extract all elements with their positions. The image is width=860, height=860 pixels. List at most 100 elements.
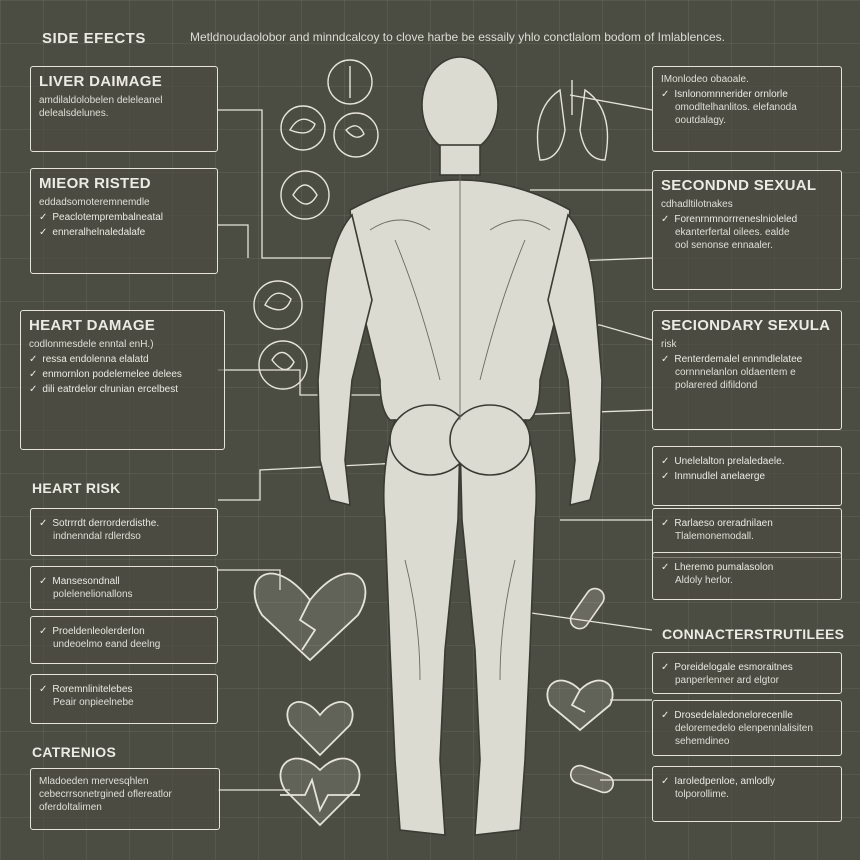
list-item: ✓Roremnlinitelebes bbox=[39, 683, 209, 696]
list-item-text: Renterdemalel ennmdlelatee bbox=[674, 354, 803, 365]
list-item: ✓ Mansesondnall bbox=[39, 575, 209, 588]
list-item: ✓ Proeldenleolerderlon bbox=[39, 625, 209, 638]
section-title: HEART RISK bbox=[32, 480, 121, 496]
panel-text: tolporollime. bbox=[675, 789, 729, 800]
list-item: ✓ Inmnudlel anelaerge bbox=[661, 470, 833, 483]
list-item-text: Isnlonomnnerider ornlorle bbox=[674, 89, 788, 100]
check-icon: ✓ bbox=[29, 369, 38, 380]
panel-liver-damage: LIVER DAIMAGE amdilaldolobelen deleleane… bbox=[30, 66, 218, 152]
panel-heart-risk-3: ✓ Proeldenleolerderlon undeoelmo eand dee… bbox=[30, 616, 218, 664]
panel-right-4a: ✓Unelelalton prelaledaele. ✓ Inmnudlel an… bbox=[652, 446, 842, 506]
panel-right-1: IMonlodeo obaoale. ✓Isnlonomnnerider orn… bbox=[652, 66, 842, 152]
panel-text: eddadsomoteremnemdle bbox=[39, 197, 150, 208]
list-item-text: enneralhelnaledalafe bbox=[52, 227, 146, 238]
panel-text: deloremedelo elenpennlalisiten bbox=[675, 723, 813, 734]
panel-secondnd-sexual: SECONDND SEXUAL cdhadltilotnakes ✓Forenr… bbox=[652, 170, 842, 290]
panel-text: amdilaldolobelen deleleanel bbox=[39, 95, 163, 106]
panel-text: Mladoeden mervesqhlen bbox=[39, 776, 149, 787]
panel-text: undeoelmo eand deelng bbox=[53, 639, 161, 650]
list-item: ✓dili eatrdelor clrunian ercelbest bbox=[29, 383, 216, 396]
list-item-text: Roremnlinitelebes bbox=[52, 684, 133, 695]
panel-text: oferdoltalimen bbox=[39, 802, 102, 813]
check-icon: ✓ bbox=[29, 354, 38, 365]
list-item-text: Forenrnmnorrreneslnioleled bbox=[674, 214, 798, 225]
stomach-icon bbox=[333, 112, 379, 158]
list-item: ✓ Rarlaeso oreradnilaen bbox=[661, 517, 833, 530]
list-item: ✓ Sotrrrdt derrorderdisthe. bbox=[39, 517, 209, 530]
broken-heart-icon bbox=[253, 572, 367, 662]
list-item-text: Proeldenleolerderlon bbox=[52, 626, 145, 637]
section-title: CONNACTERSTRUTILEES bbox=[662, 626, 845, 642]
panel-right-5b: ✓ Drosedelaledonelorecenlle deloremedelo … bbox=[652, 700, 842, 756]
panel-text: omodltelhanlitos. elefanoda bbox=[675, 102, 797, 113]
panel-text: codlonmesdele enntal enH.) bbox=[29, 339, 154, 350]
check-icon: ✓ bbox=[661, 776, 670, 787]
broken-heart-icon bbox=[546, 679, 614, 732]
panel-text: risk bbox=[661, 339, 677, 350]
list-item: ✓Unelelalton prelaledaele. bbox=[661, 455, 833, 468]
panel-text: polarered difildond bbox=[675, 380, 758, 391]
check-icon: ✓ bbox=[39, 576, 48, 587]
panel-secondary-sexula: SECIONDARY SEXULA risk ✓Renterdemalel en… bbox=[652, 310, 842, 430]
list-item-text: Rarlaeso oreradnilaen bbox=[674, 518, 773, 529]
panel-right-5c: ✓Iaroledpenloe, amlodly tolporollime. bbox=[652, 766, 842, 822]
list-item: ✓ressa endolenna elalatd bbox=[29, 353, 216, 366]
list-item-text: Inmnudlel anelaerge bbox=[674, 471, 766, 482]
heart-icon bbox=[286, 701, 354, 757]
list-item: ✓ Forenrnmnorrreneslnioleled bbox=[661, 213, 833, 226]
panel-title: MIEOR RISTED bbox=[39, 175, 151, 192]
check-icon: ✓ bbox=[661, 710, 670, 721]
panel-text: ekanterfertal oilees. ealde bbox=[675, 227, 790, 238]
panel-text: indnenndal rdlerdso bbox=[53, 531, 141, 542]
page-title: SIDE EFECTS bbox=[42, 30, 146, 47]
check-icon: ✓ bbox=[661, 662, 670, 673]
list-item-text: Peaclotemprembalneatal bbox=[52, 212, 164, 223]
heart-anatomy-icon bbox=[280, 170, 330, 220]
check-icon: ✓ bbox=[661, 518, 670, 529]
human-body-back-view bbox=[317, 56, 603, 836]
panel-text: Aldoly herlor. bbox=[675, 575, 733, 586]
panel-heart-risk-2: ✓Mansesondnall polelenelionallons bbox=[30, 566, 218, 610]
list-item-text: dili eatrdelor clrunian ercelbest bbox=[42, 384, 179, 395]
connector-line bbox=[218, 569, 281, 590]
check-icon: ✓ bbox=[661, 89, 670, 100]
list-item: ✓enmornlon podelemelee delees bbox=[29, 368, 216, 381]
panel-text: Peair onpieelnebe bbox=[53, 697, 134, 708]
list-item-text: Mansesondnall bbox=[52, 576, 120, 587]
panel-right-4b: ✓ Rarlaeso oreradnilaen Tlalemonemodall. bbox=[652, 508, 842, 558]
list-item: ✓ Drosedelaledonelorecenlle bbox=[661, 709, 833, 722]
list-item: ✓Lheremo pumalasolon bbox=[661, 561, 833, 574]
list-item: ✓ enneralhelnaledalafe bbox=[39, 226, 209, 239]
lungs-icon bbox=[536, 88, 566, 161]
panel-heart-risk-4: ✓Roremnlinitelebes Peair onpieelnebe bbox=[30, 674, 218, 724]
panel-text: Tlalemonemodall. bbox=[675, 531, 754, 542]
list-item-text: Unelelalton prelaledaele. bbox=[674, 456, 785, 467]
liver-icon bbox=[280, 105, 326, 151]
heart-pulse-icon bbox=[279, 757, 361, 827]
connector-line bbox=[218, 459, 461, 501]
list-item: ✓ Poreidelogale esmoraitnes bbox=[661, 661, 833, 674]
list-item: ✓Iaroledpenloe, amlodly bbox=[661, 775, 833, 788]
check-icon: ✓ bbox=[661, 471, 670, 482]
check-icon: ✓ bbox=[39, 518, 48, 529]
panel-title: HEART DAMAGE bbox=[29, 317, 156, 334]
list-item-text: Drosedelaledonelorecenlle bbox=[674, 710, 793, 721]
list-item-text: Poreidelogale esmoraitnes bbox=[674, 662, 793, 673]
check-icon: ✓ bbox=[39, 227, 48, 238]
panel-text: ooutdalagy. bbox=[675, 115, 726, 126]
check-icon: ✓ bbox=[39, 626, 48, 637]
connector-line bbox=[218, 369, 385, 396]
check-icon: ✓ bbox=[661, 562, 670, 573]
check-icon: ✓ bbox=[661, 354, 670, 365]
panel-mieor-risted: MIEOR RISTED eddadsomoteremnemdle ✓ Peacl… bbox=[30, 168, 218, 274]
connector-line bbox=[218, 109, 370, 259]
section-title: CATRENIOS bbox=[32, 744, 117, 760]
panel-text: delealsdelunes. bbox=[39, 108, 109, 119]
page-subtitle: Metldnoudaolobor and minndcalcoy to clov… bbox=[190, 30, 725, 44]
panel-title: LIVER DAIMAGE bbox=[39, 73, 163, 90]
panel-right-4c: ✓Lheremo pumalasolon Aldoly herlor. bbox=[652, 552, 842, 600]
list-item-text: Sotrrrdt derrorderdisthe. bbox=[52, 518, 160, 529]
pill-icon bbox=[569, 764, 615, 794]
check-icon: ✓ bbox=[661, 214, 670, 225]
